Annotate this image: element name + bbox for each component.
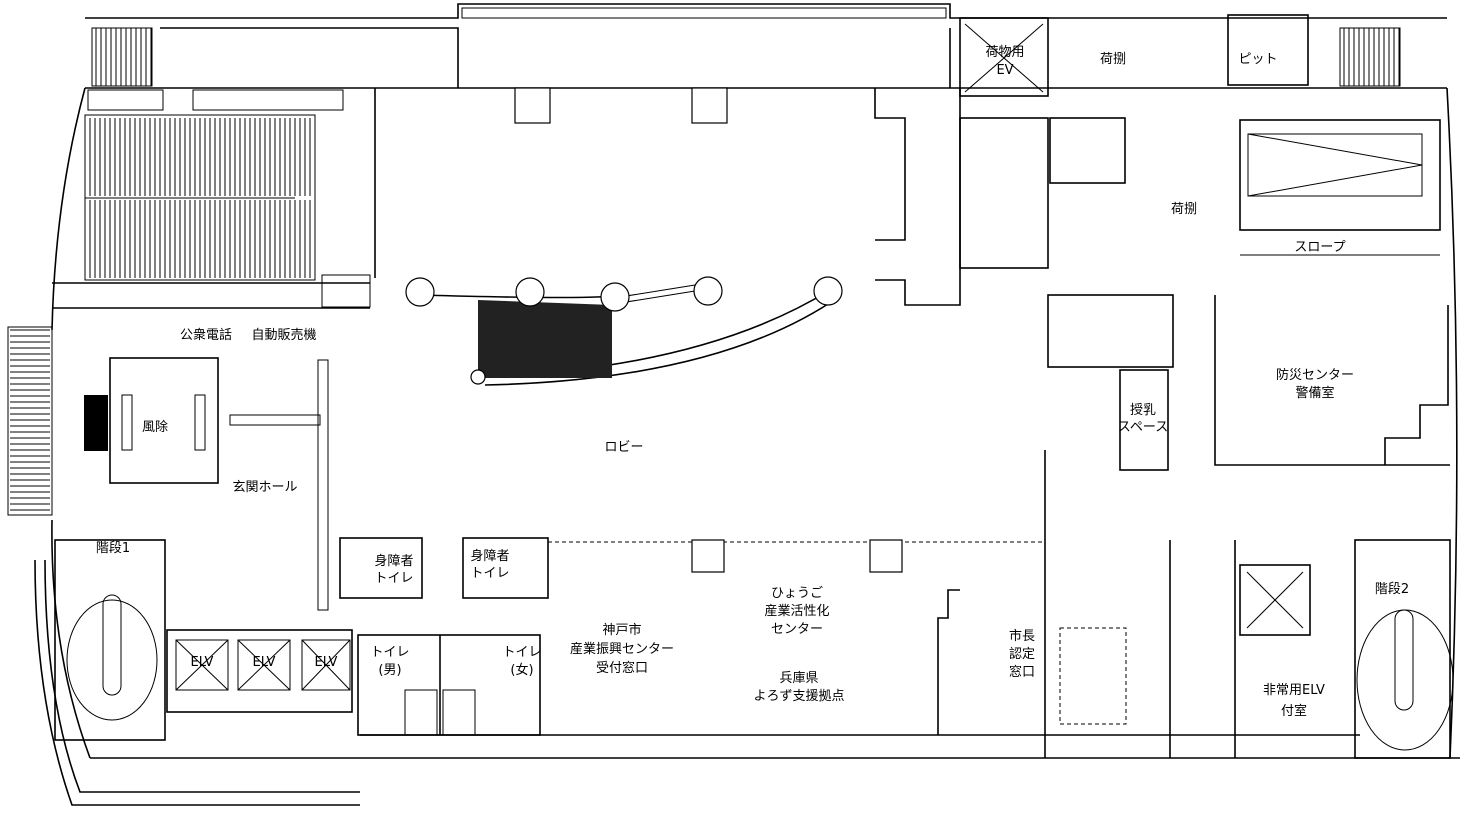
label-stairs-1: 階段1	[96, 541, 130, 556]
label-stairs-2: 階段2	[1375, 582, 1409, 597]
label-acc-toilet1-1: 身障者	[374, 553, 413, 569]
stairs-1	[54, 539, 166, 741]
atrium	[419, 284, 841, 386]
label-pay-phone: 公衆電話	[180, 327, 232, 343]
label-toilet-men-2: (男)	[378, 663, 401, 678]
windbreak-room	[84, 357, 219, 484]
label-loading-2: 荷捌	[1171, 201, 1197, 217]
label-entrance-hall: 玄関ホール	[232, 480, 297, 495]
label-acc-toilet1-2: トイレ	[374, 571, 413, 586]
round-column	[405, 277, 435, 307]
label-elv-3: ELV	[315, 655, 338, 670]
label-emergency-elv-2: 付室	[1281, 703, 1307, 719]
label-hyogo-3: センター	[771, 622, 823, 637]
label-acc-toilet2-2: トイレ	[470, 566, 509, 581]
label-hyogo-1: ひょうご	[771, 585, 823, 601]
label-mayor-2: 認定	[1009, 646, 1035, 662]
label-loading-1: 荷捌	[1100, 51, 1126, 67]
label-security-1: 防災センター	[1276, 367, 1354, 383]
east-rooms	[959, 14, 1454, 759]
label-acc-toilet2-1: 身障者	[470, 548, 509, 564]
lobby-walls	[374, 87, 1046, 758]
label-mayor-1: 市長	[1009, 628, 1035, 644]
label-kobe-1: 神戸市	[602, 622, 641, 638]
north-wall	[85, 3, 1447, 89]
round-column	[515, 277, 545, 307]
round-column	[470, 369, 486, 385]
west-stairs	[84, 89, 371, 308]
label-kobe-3: 受付窓口	[596, 660, 648, 676]
label-windbreak: 風除	[142, 420, 168, 435]
room-labels: 荷物用 EV 荷捌 荷捌 ピット スロープ 公衆電話 自動販売機 風除 玄関ホー…	[96, 45, 1409, 719]
label-nursing-1: 授乳	[1130, 403, 1156, 418]
label-kobe-2: 産業振興センター	[570, 641, 674, 657]
label-freight-ev-2: EV	[996, 63, 1013, 78]
label-emergency-elv-1: 非常用ELV	[1263, 683, 1325, 698]
toilets	[339, 537, 549, 736]
label-mayor-3: 窓口	[1009, 664, 1035, 680]
label-hyogo-2: 産業活性化	[764, 603, 829, 619]
label-elv-2: ELV	[253, 655, 276, 670]
round-column	[693, 276, 723, 306]
label-yorozu-1: 兵庫県	[779, 671, 818, 686]
label-slope: スロープ	[1294, 240, 1345, 255]
label-toilet-women-2: (女)	[510, 662, 533, 678]
label-vending: 自動販売機	[251, 327, 316, 343]
partition	[229, 359, 329, 611]
label-lobby: ロビー	[604, 440, 643, 455]
stairs-north	[10, 27, 1401, 511]
label-nursing-2: スペース	[1118, 420, 1168, 435]
columns	[405, 276, 843, 385]
label-security-2: 警備室	[1295, 385, 1334, 401]
label-elv-1: ELV	[191, 655, 214, 670]
label-freight-ev-1: 荷物用	[985, 45, 1024, 60]
label-pit: ピット	[1238, 52, 1277, 67]
label-toilet-women-1: トイレ	[502, 645, 541, 660]
label-yorozu-2: よろず支援拠点	[753, 689, 844, 704]
elevators	[166, 629, 353, 713]
round-column	[813, 276, 843, 306]
round-column	[600, 282, 630, 312]
label-toilet-men-1: トイレ	[370, 645, 409, 660]
outer-walls	[7, 87, 1460, 806]
